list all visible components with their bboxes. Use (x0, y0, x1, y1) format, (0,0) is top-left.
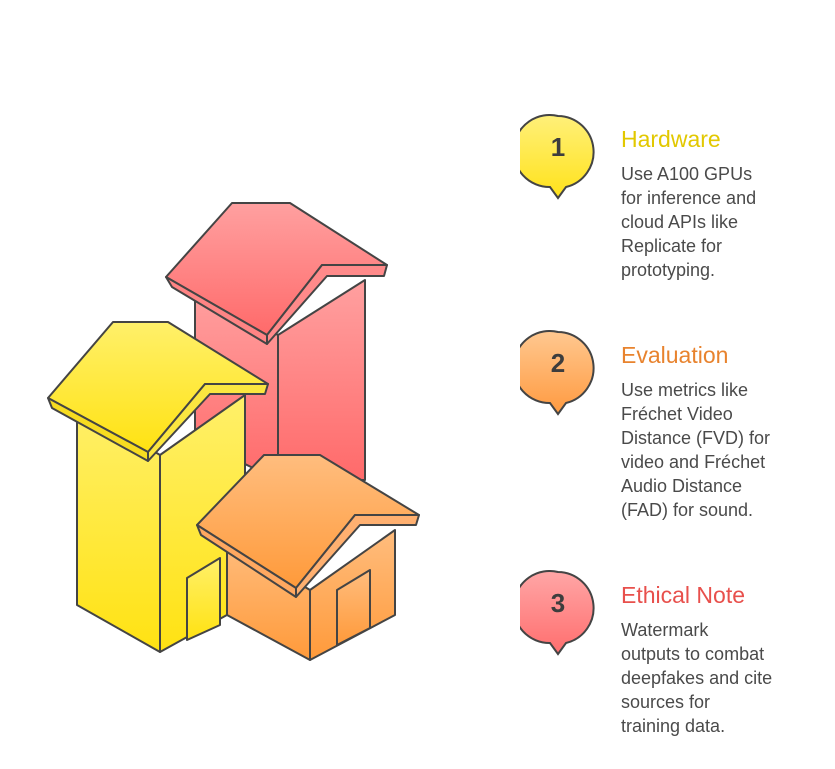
desc-line: Fréchet Video (621, 404, 733, 424)
yellow-pin-icon (520, 114, 595, 200)
desc-line: Use metrics like (621, 380, 749, 400)
desc-line: Replicate for (621, 236, 723, 256)
step-number: 1 (550, 132, 566, 162)
desc-line: video and Fréchet (621, 452, 766, 472)
desc-line: prototyping. (621, 260, 716, 280)
step-title: Evaluation (621, 342, 729, 368)
desc-line: Watermark (621, 620, 709, 640)
yellow-house (47, 321, 269, 653)
desc-line: outputs to combat (621, 644, 765, 664)
red-pin-icon (520, 570, 595, 656)
desc-line: (FAD) for sound. (621, 500, 754, 520)
desc-line: sources for (621, 692, 711, 712)
desc-line: training data. (621, 716, 726, 736)
step-number: 2 (550, 348, 566, 378)
desc-line: Use A100 GPUs (621, 164, 753, 184)
desc-line: Audio Distance (621, 476, 743, 496)
step-description: Use A100 GPUs for inference and cloud AP… (621, 162, 756, 282)
orange-house (196, 454, 420, 661)
orange-pin-icon (520, 330, 595, 416)
step-title: Hardware (621, 126, 721, 152)
step-title: Ethical Note (621, 582, 746, 608)
desc-line: for inference and (621, 188, 757, 208)
step-description: Watermark outputs to combat deepfakes an… (621, 618, 772, 738)
step-number: 3 (550, 588, 566, 618)
desc-line: cloud APIs like (621, 212, 739, 232)
desc-line: Distance (FVD) for (621, 428, 771, 448)
desc-line: deepfakes and cite (621, 668, 773, 688)
step-description: Use metrics like Fréchet Video Distance … (621, 378, 770, 522)
